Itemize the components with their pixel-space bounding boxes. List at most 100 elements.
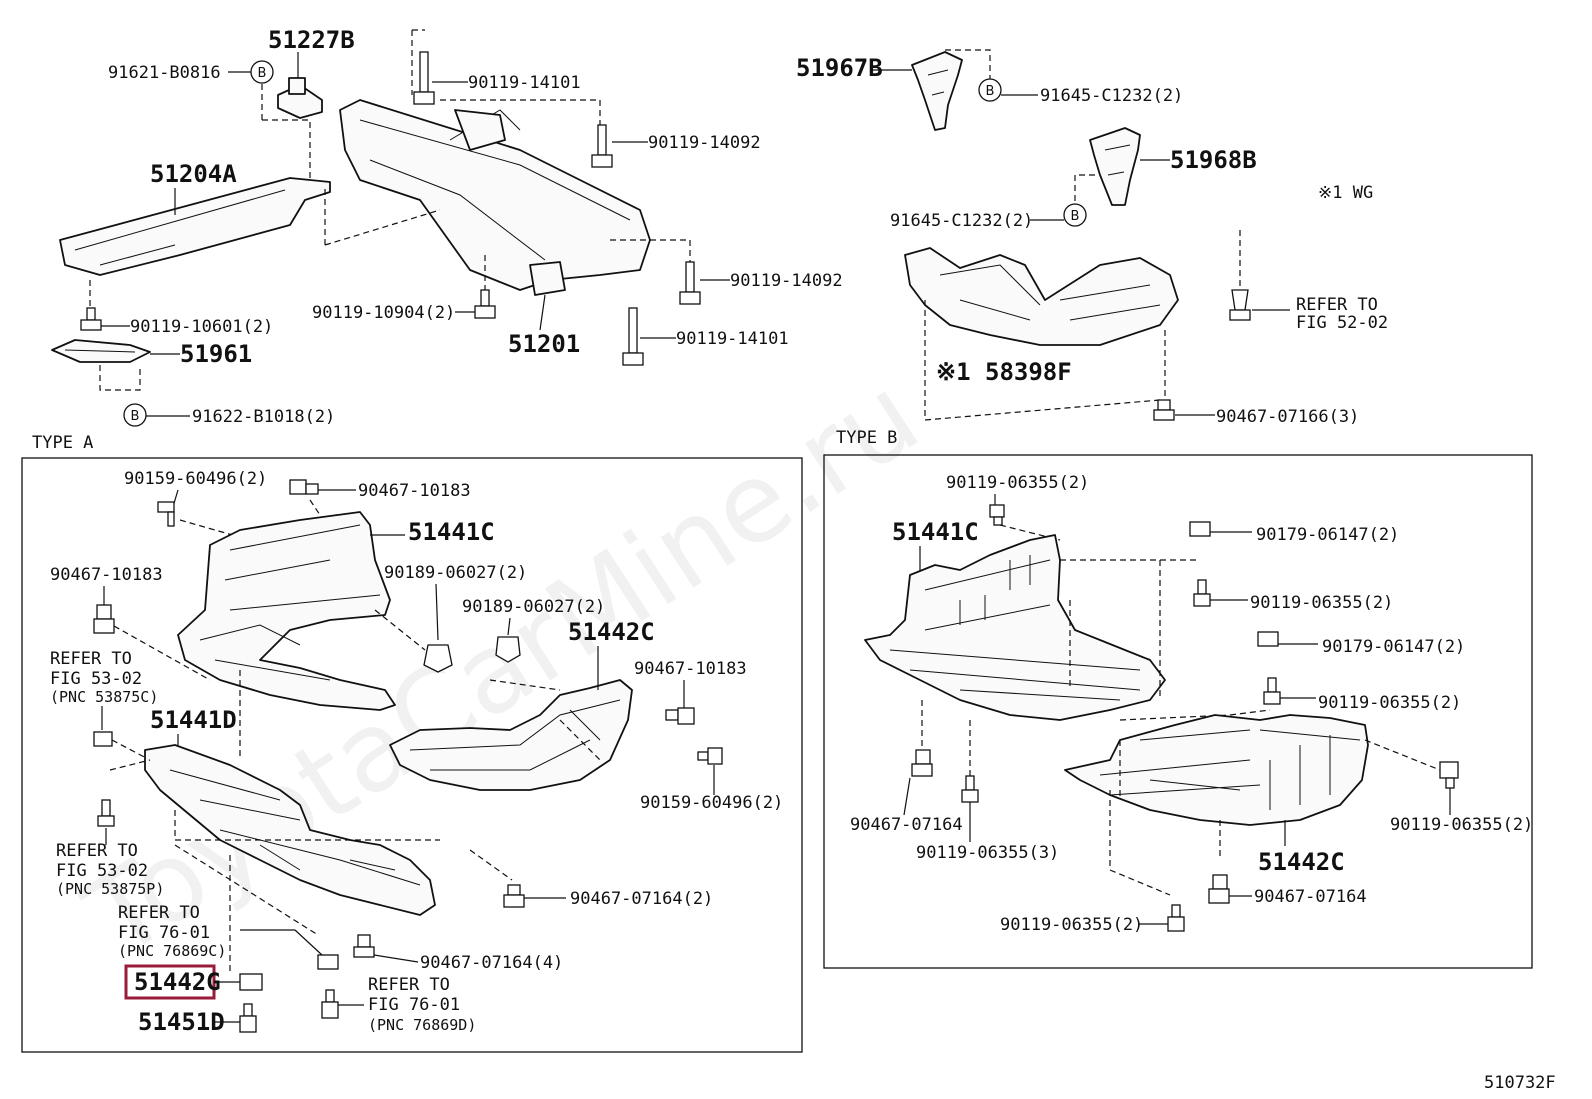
nut-76869c[interactable] <box>317 954 339 970</box>
cover-51441c-b[interactable] <box>864 534 1166 721</box>
member-51204a[interactable] <box>59 177 331 276</box>
bolt-90159-60496-b[interactable] <box>697 747 723 765</box>
label-90467-07164-a: 90467-07164(2) <box>570 889 713 909</box>
b-marker-text-4: B <box>1071 209 1080 224</box>
label-90189-06027-b: 90189-06027(2) <box>462 597 605 617</box>
plug-90189-06027-b[interactable] <box>495 636 521 663</box>
diagram-id: 510732F <box>1484 1073 1556 1093</box>
label-91622-b1018: 91622-B1018(2) <box>192 407 335 427</box>
label-90119-06355-a: 90119-06355(2) <box>946 473 1089 493</box>
refer4-line2: FIG 76-01 <box>368 995 460 1015</box>
label-91621-b0816: 91621-B0816 <box>108 63 221 83</box>
label-51204a: 51204A <box>150 160 237 188</box>
bolt-90119-14101-a[interactable] <box>413 51 435 105</box>
bolt-76869d[interactable] <box>321 989 339 1019</box>
clip-90467-07164-b1[interactable] <box>911 749 933 777</box>
nut-51442g[interactable] <box>239 973 263 991</box>
bolt-53875p[interactable] <box>97 799 115 827</box>
clip-90467-10183-c[interactable] <box>93 604 115 634</box>
bolt-90119-06355-a[interactable] <box>989 504 1005 526</box>
type-b-panel <box>823 454 1533 969</box>
cover-51441c-a[interactable] <box>177 511 396 711</box>
label-90119-06355-d: 90119-06355(2) <box>1390 815 1533 835</box>
label-51441d: 51441D <box>150 706 237 734</box>
label-51227b: 51227B <box>268 26 355 54</box>
nut-90179-06147-b[interactable] <box>1257 631 1279 647</box>
upper-left-assembly: B 91621-B0816 51227B 51204A 51201 90119-… <box>51 26 843 427</box>
label-90467-10183-a: 90467-10183 <box>358 481 471 501</box>
bolt-90119-06355-e[interactable] <box>961 775 979 803</box>
bolt-90119-14092-b[interactable] <box>679 261 701 305</box>
label-90189-06027-a: 90189-06027(2) <box>384 563 527 583</box>
clip-90467-07164-a[interactable] <box>503 884 525 908</box>
refer2-line2: FIG 53-02 <box>56 861 148 881</box>
clip-90467-07166[interactable] <box>1153 399 1175 421</box>
crossmember-51201-mount <box>454 109 506 151</box>
bolt-90119-14101-b[interactable] <box>622 307 644 366</box>
cover-51442c-b[interactable] <box>1064 714 1369 826</box>
label-90467-10183-c: 90467-10183 <box>50 565 163 585</box>
label-90119-14092-a: 90119-14092 <box>648 133 761 153</box>
cover-58398f[interactable] <box>904 247 1179 346</box>
label-51442c-a: 51442C <box>568 618 655 646</box>
type-a-panel <box>21 457 803 1053</box>
b-marker-circle-4 <box>1063 203 1087 227</box>
label-90159-60496-a: 90159-60496(2) <box>124 469 267 489</box>
label-51451d: 51451D <box>138 1008 225 1036</box>
label-51442g[interactable]: 51442G <box>134 968 221 996</box>
label-51441c-b: 51441C <box>892 518 979 546</box>
refer4-line1: REFER TO <box>368 975 450 995</box>
refer1-line2: FIG 53-02 <box>50 669 142 689</box>
label-90119-10601: 90119-10601(2) <box>130 317 273 337</box>
clip-90467-07164-b2[interactable] <box>1208 874 1230 904</box>
refer3-line2: FIG 76-01 <box>118 923 210 943</box>
label-90467-07164-b2: 90467-07164 <box>1254 887 1367 907</box>
label-90119-14092-b: 90119-14092 <box>730 271 843 291</box>
bolt-90119-06355-f[interactable] <box>1167 904 1185 932</box>
type-b-assembly: 90119-06355(2) 51441C 90179-06147(2) 901… <box>850 473 1533 935</box>
nut-90179-06147-a[interactable] <box>1189 521 1211 537</box>
label-91645-c1232-b: 91645-C1232(2) <box>890 211 1033 231</box>
b-marker-circle-2 <box>123 403 147 427</box>
nut-53875c[interactable] <box>93 731 113 747</box>
refer2-line1: REFER TO <box>56 841 138 861</box>
clip-90467-07164-b[interactable] <box>353 934 375 958</box>
bolt-90159-60496-a[interactable] <box>157 501 175 527</box>
label-90467-07164-b1: 90467-07164 <box>850 815 963 835</box>
bolt-90119-10601[interactable] <box>80 307 102 331</box>
bracket-51967b[interactable] <box>911 51 963 131</box>
bolt-51451d[interactable] <box>239 1003 257 1033</box>
label-90179-06147-a: 90179-06147(2) <box>1256 525 1399 545</box>
bolt-90119-14092-a[interactable] <box>591 124 613 168</box>
plug-90189-06027-a[interactable] <box>423 644 453 673</box>
label-90119-10904: 90119-10904(2) <box>312 303 455 323</box>
label-51442c-b: 51442C <box>1258 848 1345 876</box>
bolt-90119-06355-b[interactable] <box>1193 579 1211 607</box>
refer-52-02-line1: REFER TO <box>1296 295 1378 315</box>
label-51441c-a: 51441C <box>408 518 495 546</box>
label-90119-06355-c: 90119-06355(2) <box>1318 693 1461 713</box>
clip-90467-10183-b[interactable] <box>665 707 695 725</box>
label-90467-07166: 90467-07166(3) <box>1216 407 1359 427</box>
type-a-title: TYPE A <box>32 433 93 453</box>
crossmember-51201[interactable] <box>339 99 651 291</box>
label-90119-14101-b: 90119-14101 <box>676 329 789 349</box>
bolt-90119-10904[interactable] <box>474 289 496 319</box>
bracket-51227b-top <box>288 77 306 95</box>
label-91645-c1232-a: 91645-C1232(2) <box>1040 86 1183 106</box>
refer3-line3: (PNC 76869C) <box>118 942 226 960</box>
cover-51441d[interactable] <box>144 744 436 916</box>
clip-90467-10183-a[interactable] <box>289 479 319 495</box>
bolt-90119-06355-c[interactable] <box>1263 677 1281 705</box>
bracket-51968b[interactable] <box>1089 127 1141 206</box>
clip-refer-52-02[interactable] <box>1229 289 1251 321</box>
refer4-line3: (PNC 76869D) <box>368 1016 476 1034</box>
upper-right-assembly: 51967B B 91645-C1232(2) 51968B B 91645-C… <box>796 49 1388 427</box>
label-51201: 51201 <box>508 330 580 358</box>
bolt-90119-06355-d[interactable] <box>1439 761 1459 789</box>
refer-52-02-line2: FIG 52-02 <box>1296 313 1388 333</box>
label-90179-06147-b: 90179-06147(2) <box>1322 637 1465 657</box>
label-90467-10183-b: 90467-10183 <box>634 659 747 679</box>
cover-51442c-a[interactable] <box>389 679 633 791</box>
